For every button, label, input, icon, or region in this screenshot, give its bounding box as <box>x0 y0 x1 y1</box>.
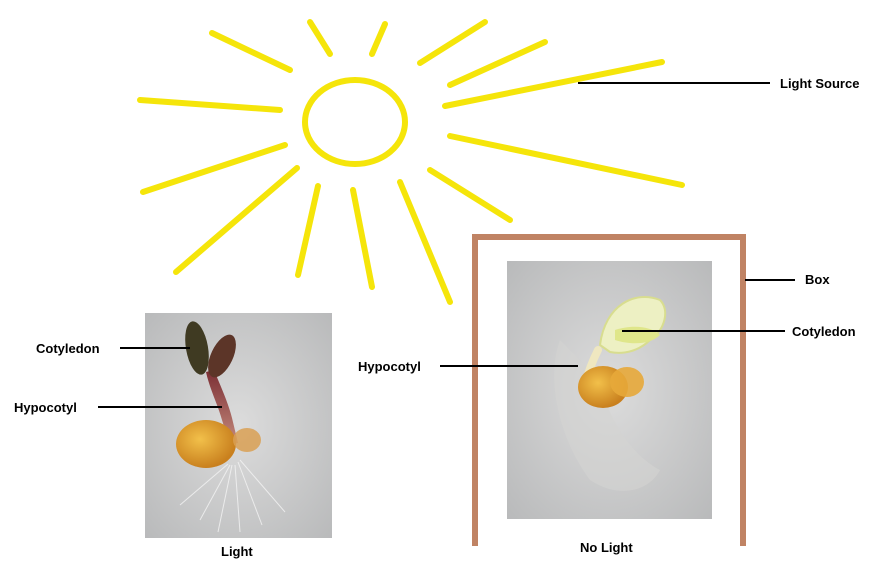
hypocotyl-left-label: Hypocotyl <box>14 400 77 415</box>
sun <box>140 22 682 302</box>
sun-ray <box>310 22 330 54</box>
light-seedling-photo <box>145 313 332 538</box>
sun-disk <box>305 80 405 164</box>
sun-ray <box>353 190 372 287</box>
sun-ray <box>430 170 510 220</box>
cotyledon-left-label: Cotyledon <box>36 341 100 356</box>
light-seed-coat <box>233 428 261 452</box>
light-caption: Light <box>221 544 253 559</box>
sun-ray <box>372 24 385 54</box>
sun-ray <box>176 168 297 272</box>
box-label: Box <box>805 272 830 287</box>
no-light-caption: No Light <box>580 540 633 555</box>
sun-ray <box>420 22 485 63</box>
dark-seed-coat <box>610 367 644 397</box>
light-source-label: Light Source <box>780 76 859 91</box>
hypocotyl-right-label: Hypocotyl <box>358 359 421 374</box>
sun-ray <box>400 182 450 302</box>
sun-ray <box>140 100 280 110</box>
sun-ray <box>450 136 682 185</box>
dark-seedling-photo <box>507 261 712 519</box>
sun-ray <box>450 42 545 85</box>
cotyledon-right-label: Cotyledon <box>792 324 856 339</box>
sun-ray <box>212 33 290 70</box>
light-seed <box>176 420 236 468</box>
sun-ray <box>143 145 285 192</box>
sun-ray <box>298 186 318 275</box>
